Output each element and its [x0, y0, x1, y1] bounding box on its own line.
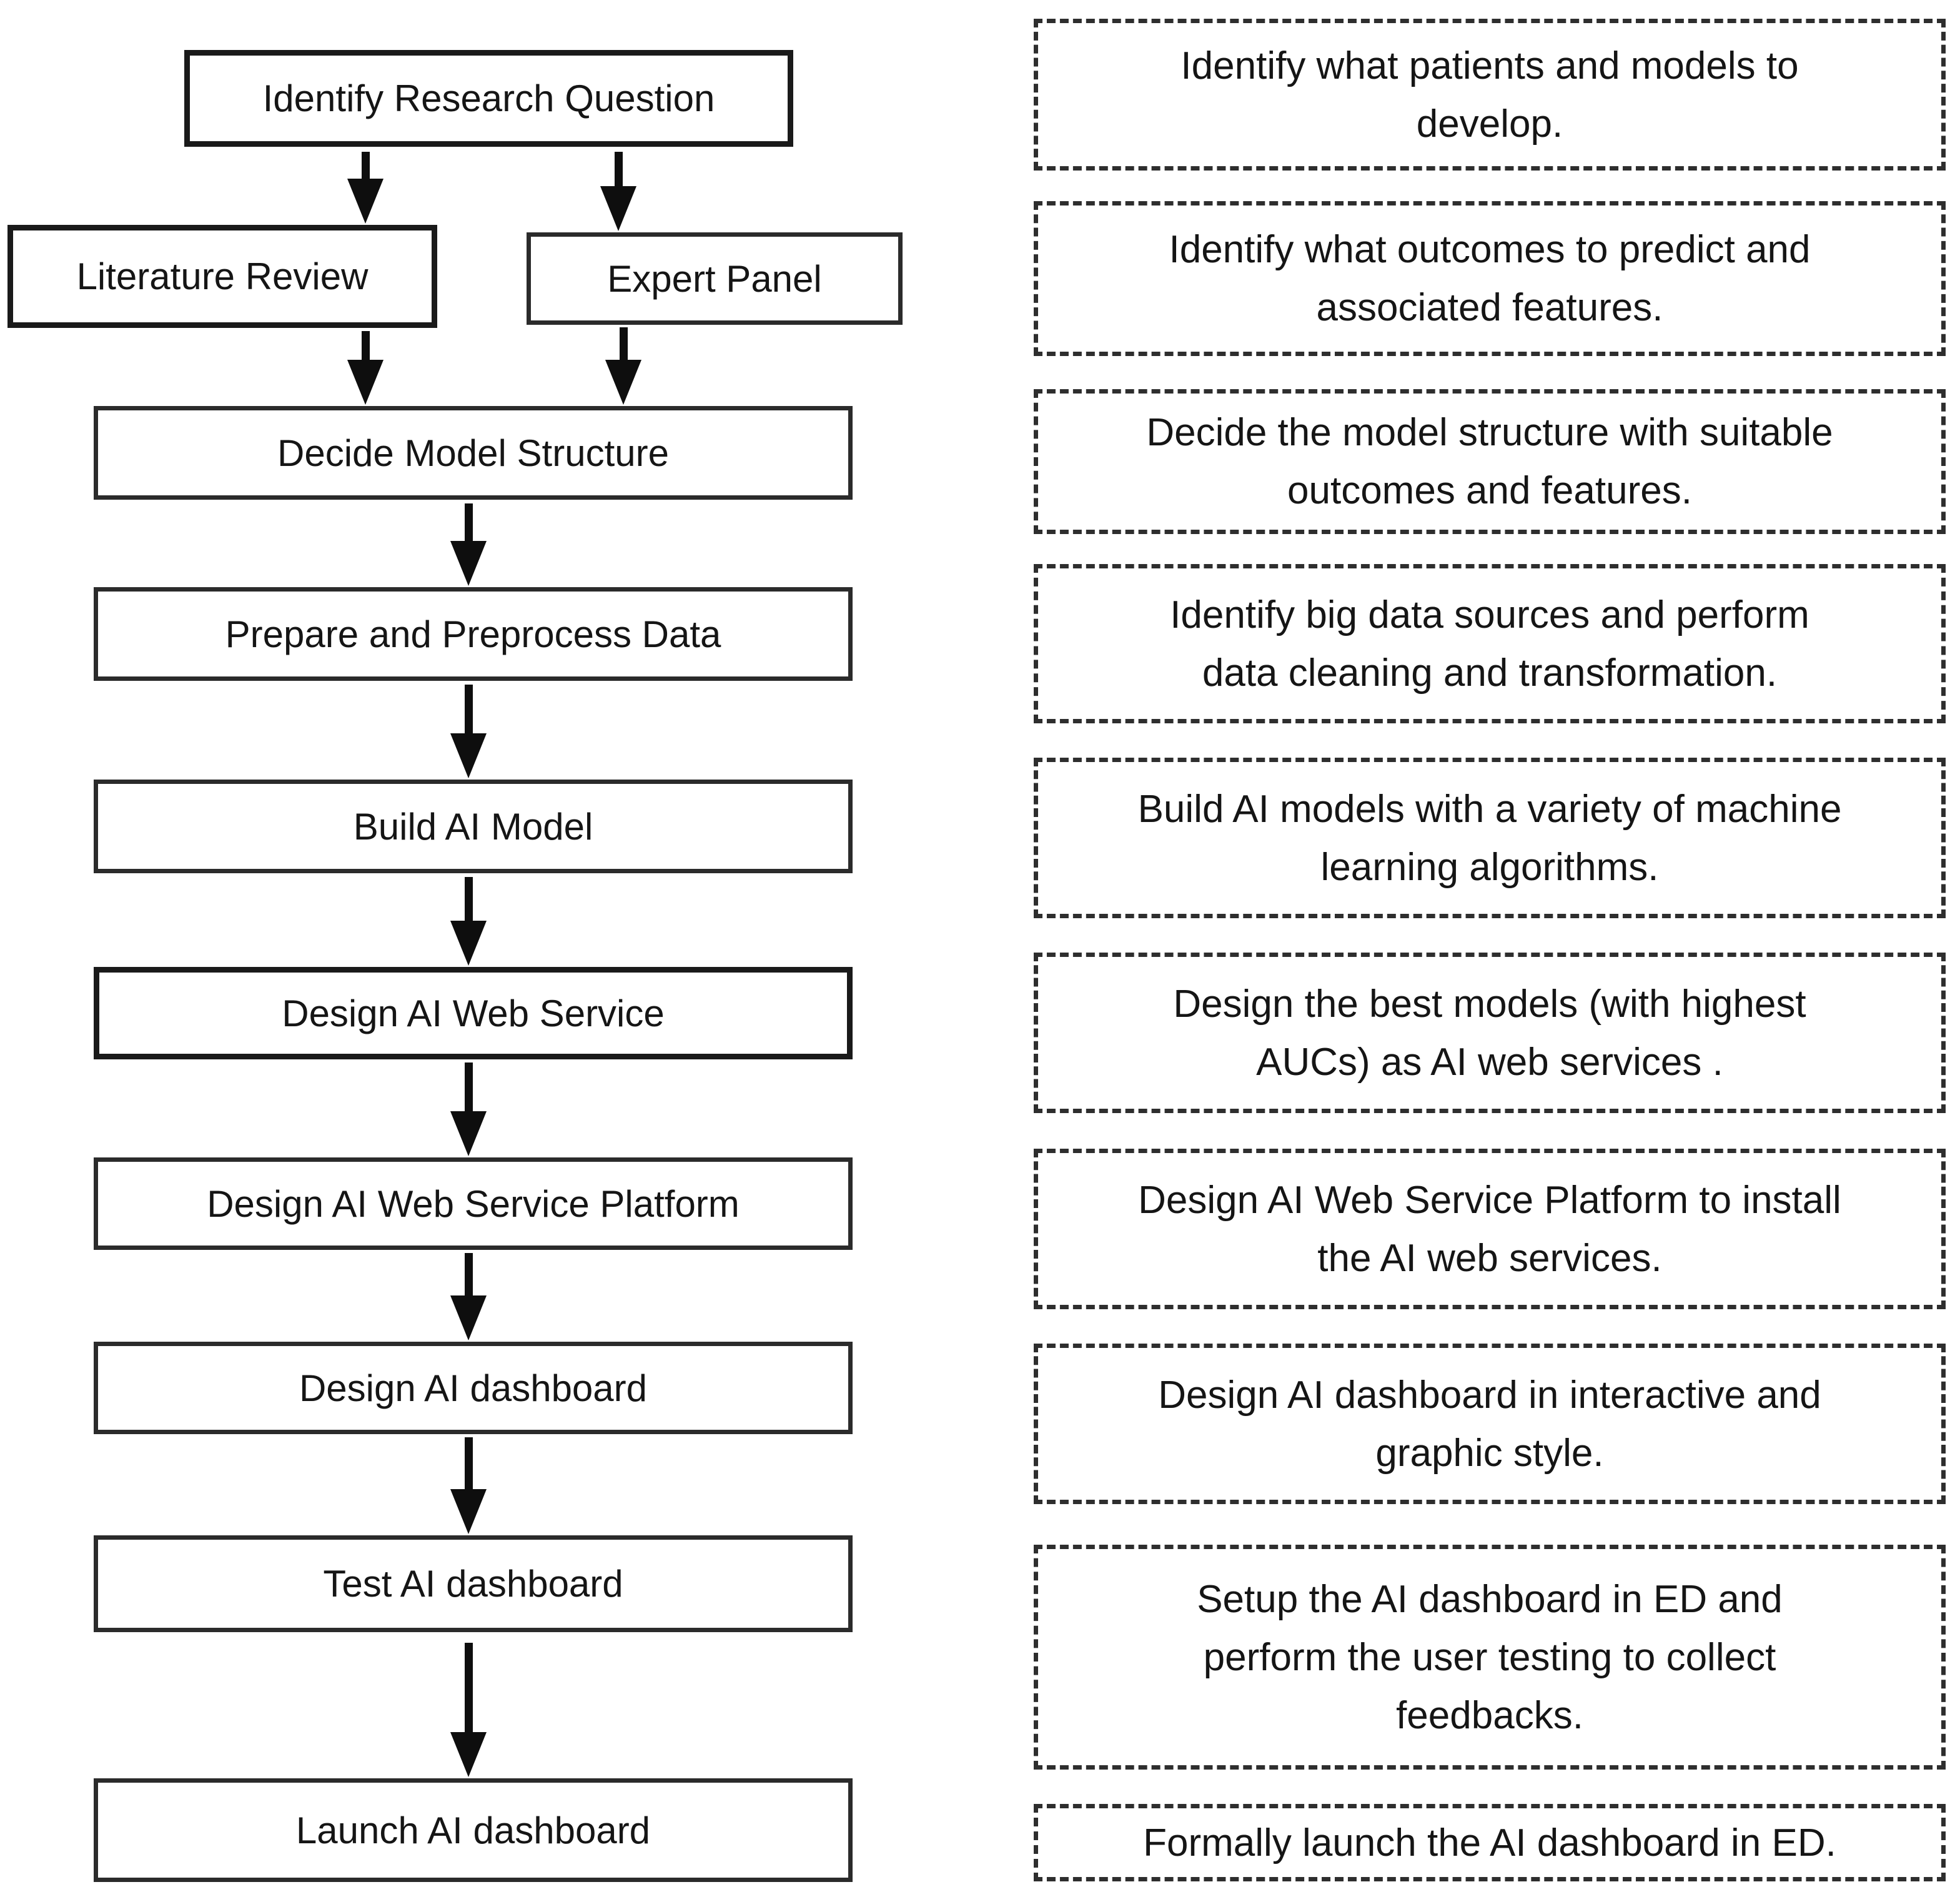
- note-text: Design AI Web Service Platform to instal…: [1138, 1178, 1841, 1280]
- step-design-ai-web-service: Design AI Web Service: [94, 967, 853, 1059]
- note-setup-test-dashboard: Setup the AI dashboard in ED and perform…: [1034, 1545, 1946, 1770]
- note-text: Build AI models with a variety of machin…: [1137, 787, 1842, 889]
- note-build-ai-models: Build AI models with a variety of machin…: [1034, 758, 1946, 918]
- step-test-ai-dashboard: Test AI dashboard: [94, 1535, 853, 1632]
- note-identify-big-data-sources: Identify big data sources and perform da…: [1034, 564, 1946, 723]
- step-build-ai-model: Build AI Model: [94, 780, 853, 873]
- note-text: Identify big data sources and perform da…: [1170, 593, 1809, 695]
- step-decide-model-structure: Decide Model Structure: [94, 406, 853, 500]
- note-text: Formally launch the AI dashboard in ED.: [1143, 1821, 1836, 1865]
- note-identify-patients-models: Identify what patients and models to dev…: [1034, 19, 1946, 171]
- arrow-down-icon: [450, 1253, 487, 1340]
- arrow-head: [450, 541, 487, 586]
- arrow-down-icon: [347, 331, 384, 405]
- arrow-stem: [464, 1643, 473, 1732]
- step-prepare-preprocess-data: Prepare and Preprocess Data: [94, 587, 853, 681]
- step-design-ai-dashboard: Design AI dashboard: [94, 1342, 853, 1434]
- note-text: Decide the model structure with suitable…: [1146, 411, 1833, 512]
- note-text: Design the best models (with highest AUC…: [1173, 982, 1806, 1084]
- arrow-stem: [464, 685, 473, 733]
- arrow-head: [450, 1295, 487, 1340]
- arrow-stem: [614, 152, 623, 186]
- arrow-stem: [361, 152, 370, 179]
- note-decide-model-structure: Decide the model structure with suitable…: [1034, 389, 1946, 534]
- arrow-head: [600, 186, 636, 231]
- arrow-head: [450, 1111, 487, 1156]
- arrow-head: [450, 1489, 487, 1534]
- arrow-head: [450, 921, 487, 966]
- arrow-head: [450, 1732, 487, 1777]
- step-design-ai-web-service-platform: Design AI Web Service Platform: [94, 1157, 853, 1250]
- arrow-down-icon: [450, 1437, 487, 1534]
- arrow-head: [605, 360, 641, 405]
- step-launch-ai-dashboard: Launch AI dashboard: [94, 1778, 853, 1882]
- arrow-down-icon: [347, 152, 384, 224]
- arrow-stem: [464, 1437, 473, 1489]
- arrow-stem: [464, 1062, 473, 1111]
- note-text: Identify what patients and models to dev…: [1180, 44, 1799, 146]
- arrow-stem: [464, 877, 473, 921]
- arrow-down-icon: [450, 1643, 487, 1777]
- arrow-down-icon: [450, 877, 487, 966]
- arrow-head: [347, 179, 384, 224]
- arrow-stem: [361, 331, 370, 360]
- note-text: Design AI dashboard in interactive and g…: [1158, 1373, 1821, 1475]
- arrow-down-icon: [605, 327, 641, 405]
- note-text: Setup the AI dashboard in ED and perform…: [1197, 1577, 1783, 1737]
- note-design-best-models: Design the best models (with highest AUC…: [1034, 953, 1946, 1113]
- arrow-down-icon: [450, 685, 487, 778]
- arrow-head: [450, 733, 487, 778]
- arrow-down-icon: [450, 1062, 487, 1156]
- step-expert-panel: Expert Panel: [527, 232, 903, 325]
- arrow-stem: [464, 503, 473, 541]
- arrow-stem: [619, 327, 628, 360]
- note-design-web-service-platform: Design AI Web Service Platform to instal…: [1034, 1149, 1946, 1309]
- note-identify-outcomes-features: Identify what outcomes to predict and as…: [1034, 201, 1946, 356]
- note-launch-dashboard: Formally launch the AI dashboard in ED.: [1034, 1804, 1946, 1881]
- note-text: Identify what outcomes to predict and as…: [1169, 228, 1811, 329]
- arrow-head: [347, 360, 384, 405]
- arrow-stem: [464, 1253, 473, 1295]
- note-design-dashboard-style: Design AI dashboard in interactive and g…: [1034, 1344, 1946, 1504]
- arrow-down-icon: [600, 152, 636, 231]
- step-identify-research-question: Identify Research Question: [184, 50, 793, 147]
- step-literature-review: Literature Review: [7, 225, 437, 328]
- arrow-down-icon: [450, 503, 487, 586]
